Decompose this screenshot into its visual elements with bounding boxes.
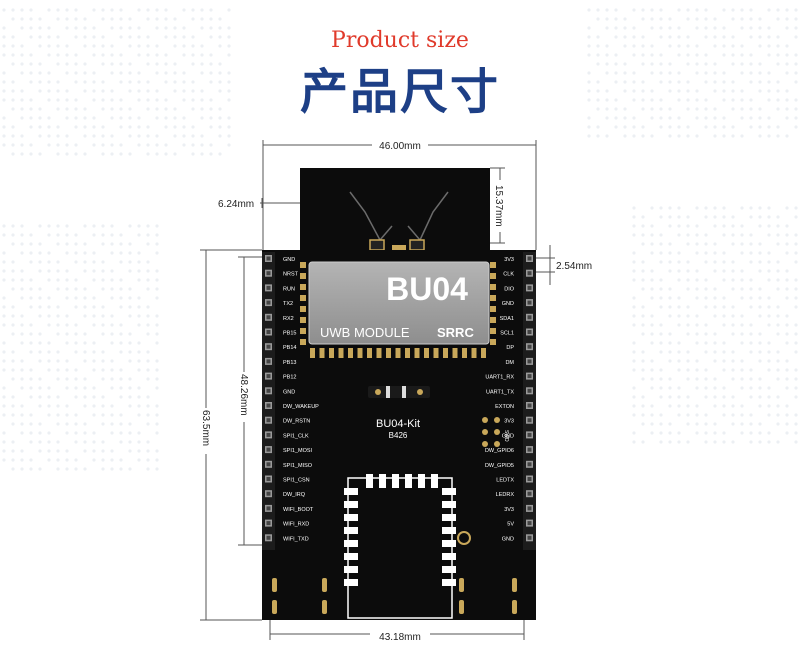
swd-label: SWD [503,430,509,442]
dim-antenna-height: 15.37mm [493,185,504,227]
antenna-trace [349,191,449,241]
right-pin-label: LEDRX [496,492,515,498]
dim-antenna-offset: 6.24mm [218,199,254,210]
right-pin-label: GND [502,301,514,307]
right-pin-label: DW_GPIO5 [485,463,514,469]
right-pin-label: GND [502,433,514,439]
left-pin-label: RX2 [283,316,294,322]
center-parts [368,386,430,398]
right-pin-label: EXTON [495,404,514,410]
left-pin-label: PB15 [283,331,296,337]
left-pin-label: WIFI_BOOT [283,507,314,513]
left-pin-label: GND [283,389,295,395]
right-pin-label: DW_GPIO6 [485,448,514,454]
board-revision: B426 [389,431,408,440]
right-pin-label: 5V [507,522,514,528]
right-pin-label: DM [505,360,514,366]
left-pin-label: DW_WAKEUP [283,404,319,410]
right-pin-label: GND [502,536,514,542]
pin-headers [262,252,536,550]
dim-board-width: 46.00mm [379,141,421,152]
bottom-mounting-slots [272,578,517,614]
left-pin-label: PB14 [283,345,296,351]
right-pin-label: DP [506,345,514,351]
module-brand: SRRC [437,325,474,340]
module-shield [308,261,490,345]
dim-board-height: 63.5mm [200,410,211,446]
right-pin-label: SCL1 [500,331,514,337]
left-pin-label: RUN [283,286,295,292]
title-chinese: 产品尺寸 [299,64,500,120]
left-pin-label: GND [283,257,295,263]
swd-jumper [482,417,500,447]
dim-pin-pitch: 2.54mm [556,261,592,272]
left-pin-label: WIFI_TXD [283,536,309,542]
dim-hole-spacing: 43.18mm [379,632,421,643]
left-pin-label: SPI1_CLK [283,433,309,439]
left-pin-label: SPI1_MOSI [283,448,313,454]
left-pin-label: DW_IRQ [283,492,306,498]
antenna-area [300,168,490,258]
module-name: BU04 [386,271,468,307]
right-pin-label: 3V3 [504,257,514,263]
right-pin-label: 3V3 [504,507,514,513]
right-pin-label: SDA1 [500,316,514,322]
left-pin-label: TX2 [283,301,293,307]
left-pin-label: WIFI_RXD [283,522,309,528]
board-name: BU04-Kit [376,418,420,430]
left-pin-labels: GNDNRSTRUNTX2RX2PB15PB14PB13PB12GNDDW_WA… [283,257,319,542]
right-pin-label: 3V3 [504,419,514,425]
left-pin-label: NRST [283,272,299,278]
module-pads [300,262,496,358]
left-pin-label: PB12 [283,375,296,381]
left-pin-label: SPI1_MISO [283,463,313,469]
right-pin-label: CLK [503,272,514,278]
right-pin-label: LEDTX [496,478,514,484]
wifi-footprint [347,477,453,619]
right-pin-label: UART1_TX [486,389,514,395]
title-english: Product size [331,28,469,53]
right-pin-label: UART1_RX [485,375,514,381]
left-pin-label: PB13 [283,360,296,366]
module-subtitle: UWB MODULE [320,325,410,340]
right-pin-labels: 3V3CLKDIOGNDSDA1SCL1DPDMUART1_RXUART1_TX… [485,257,515,542]
left-pin-label: SPI1_CSN [283,478,310,484]
dim-pin-span: 48.26mm [238,374,249,416]
right-pin-label: DIO [504,286,515,292]
left-pin-label: DW_RSTN [283,419,310,425]
